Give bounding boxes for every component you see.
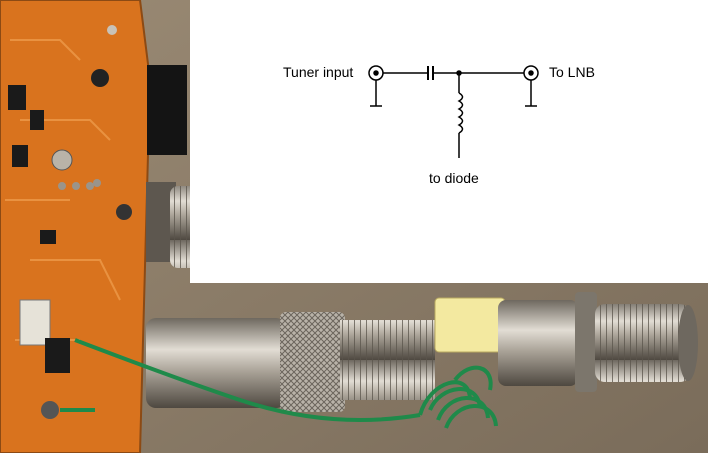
f-connector-adapter: [146, 312, 435, 412]
f-connector-barrel: [498, 292, 698, 392]
pcb-connector: [147, 65, 187, 155]
lnb-label: To LNB: [549, 64, 595, 80]
diode-label: to diode: [429, 170, 479, 186]
circuit-board: [0, 0, 152, 453]
capacitor: [434, 297, 506, 353]
schematic-panel-extension: [288, 170, 708, 283]
inductor-coil: [60, 338, 498, 429]
tuner-input-label: Tuner input: [283, 64, 354, 80]
